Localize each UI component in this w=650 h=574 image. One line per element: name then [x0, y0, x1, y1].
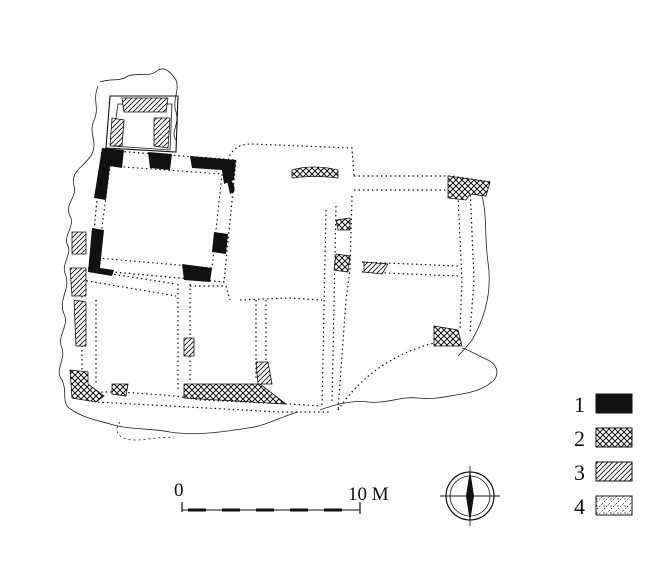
legend: 1 2 3 4: [574, 392, 633, 519]
legend-swatch-dotted-hatch: [595, 495, 633, 516]
legend-swatch-cross-hatch: [595, 427, 633, 448]
legend-item-2: 2: [574, 426, 633, 451]
legend-number-2: 2: [574, 426, 585, 451]
north-arrow-compass-icon: [440, 466, 500, 526]
legend-number-1: 1: [574, 392, 585, 417]
scale-start-label: 0: [174, 480, 184, 501]
legend-item-1: 1: [574, 392, 633, 417]
wall-fragments-diagonal-hatch: [69, 231, 389, 385]
legend-swatch-solid: [595, 393, 633, 414]
legend-number-3: 3: [574, 460, 585, 485]
legend-number-4: 4: [574, 494, 585, 519]
legend-swatch-diagonal-hatch: [595, 461, 633, 482]
legend-item-3: 3: [574, 460, 633, 485]
scale-end-label: 10 M: [348, 484, 389, 505]
north-annex: [105, 95, 179, 153]
legend-item-4: 4: [574, 494, 633, 519]
wall-fragments-cross-hatch: [69, 166, 491, 405]
terrain-outline: [58, 68, 498, 441]
scale-bar: 0 10 M: [174, 480, 389, 514]
square-tower: [88, 148, 237, 283]
reconstructed-walls: [81, 143, 491, 413]
